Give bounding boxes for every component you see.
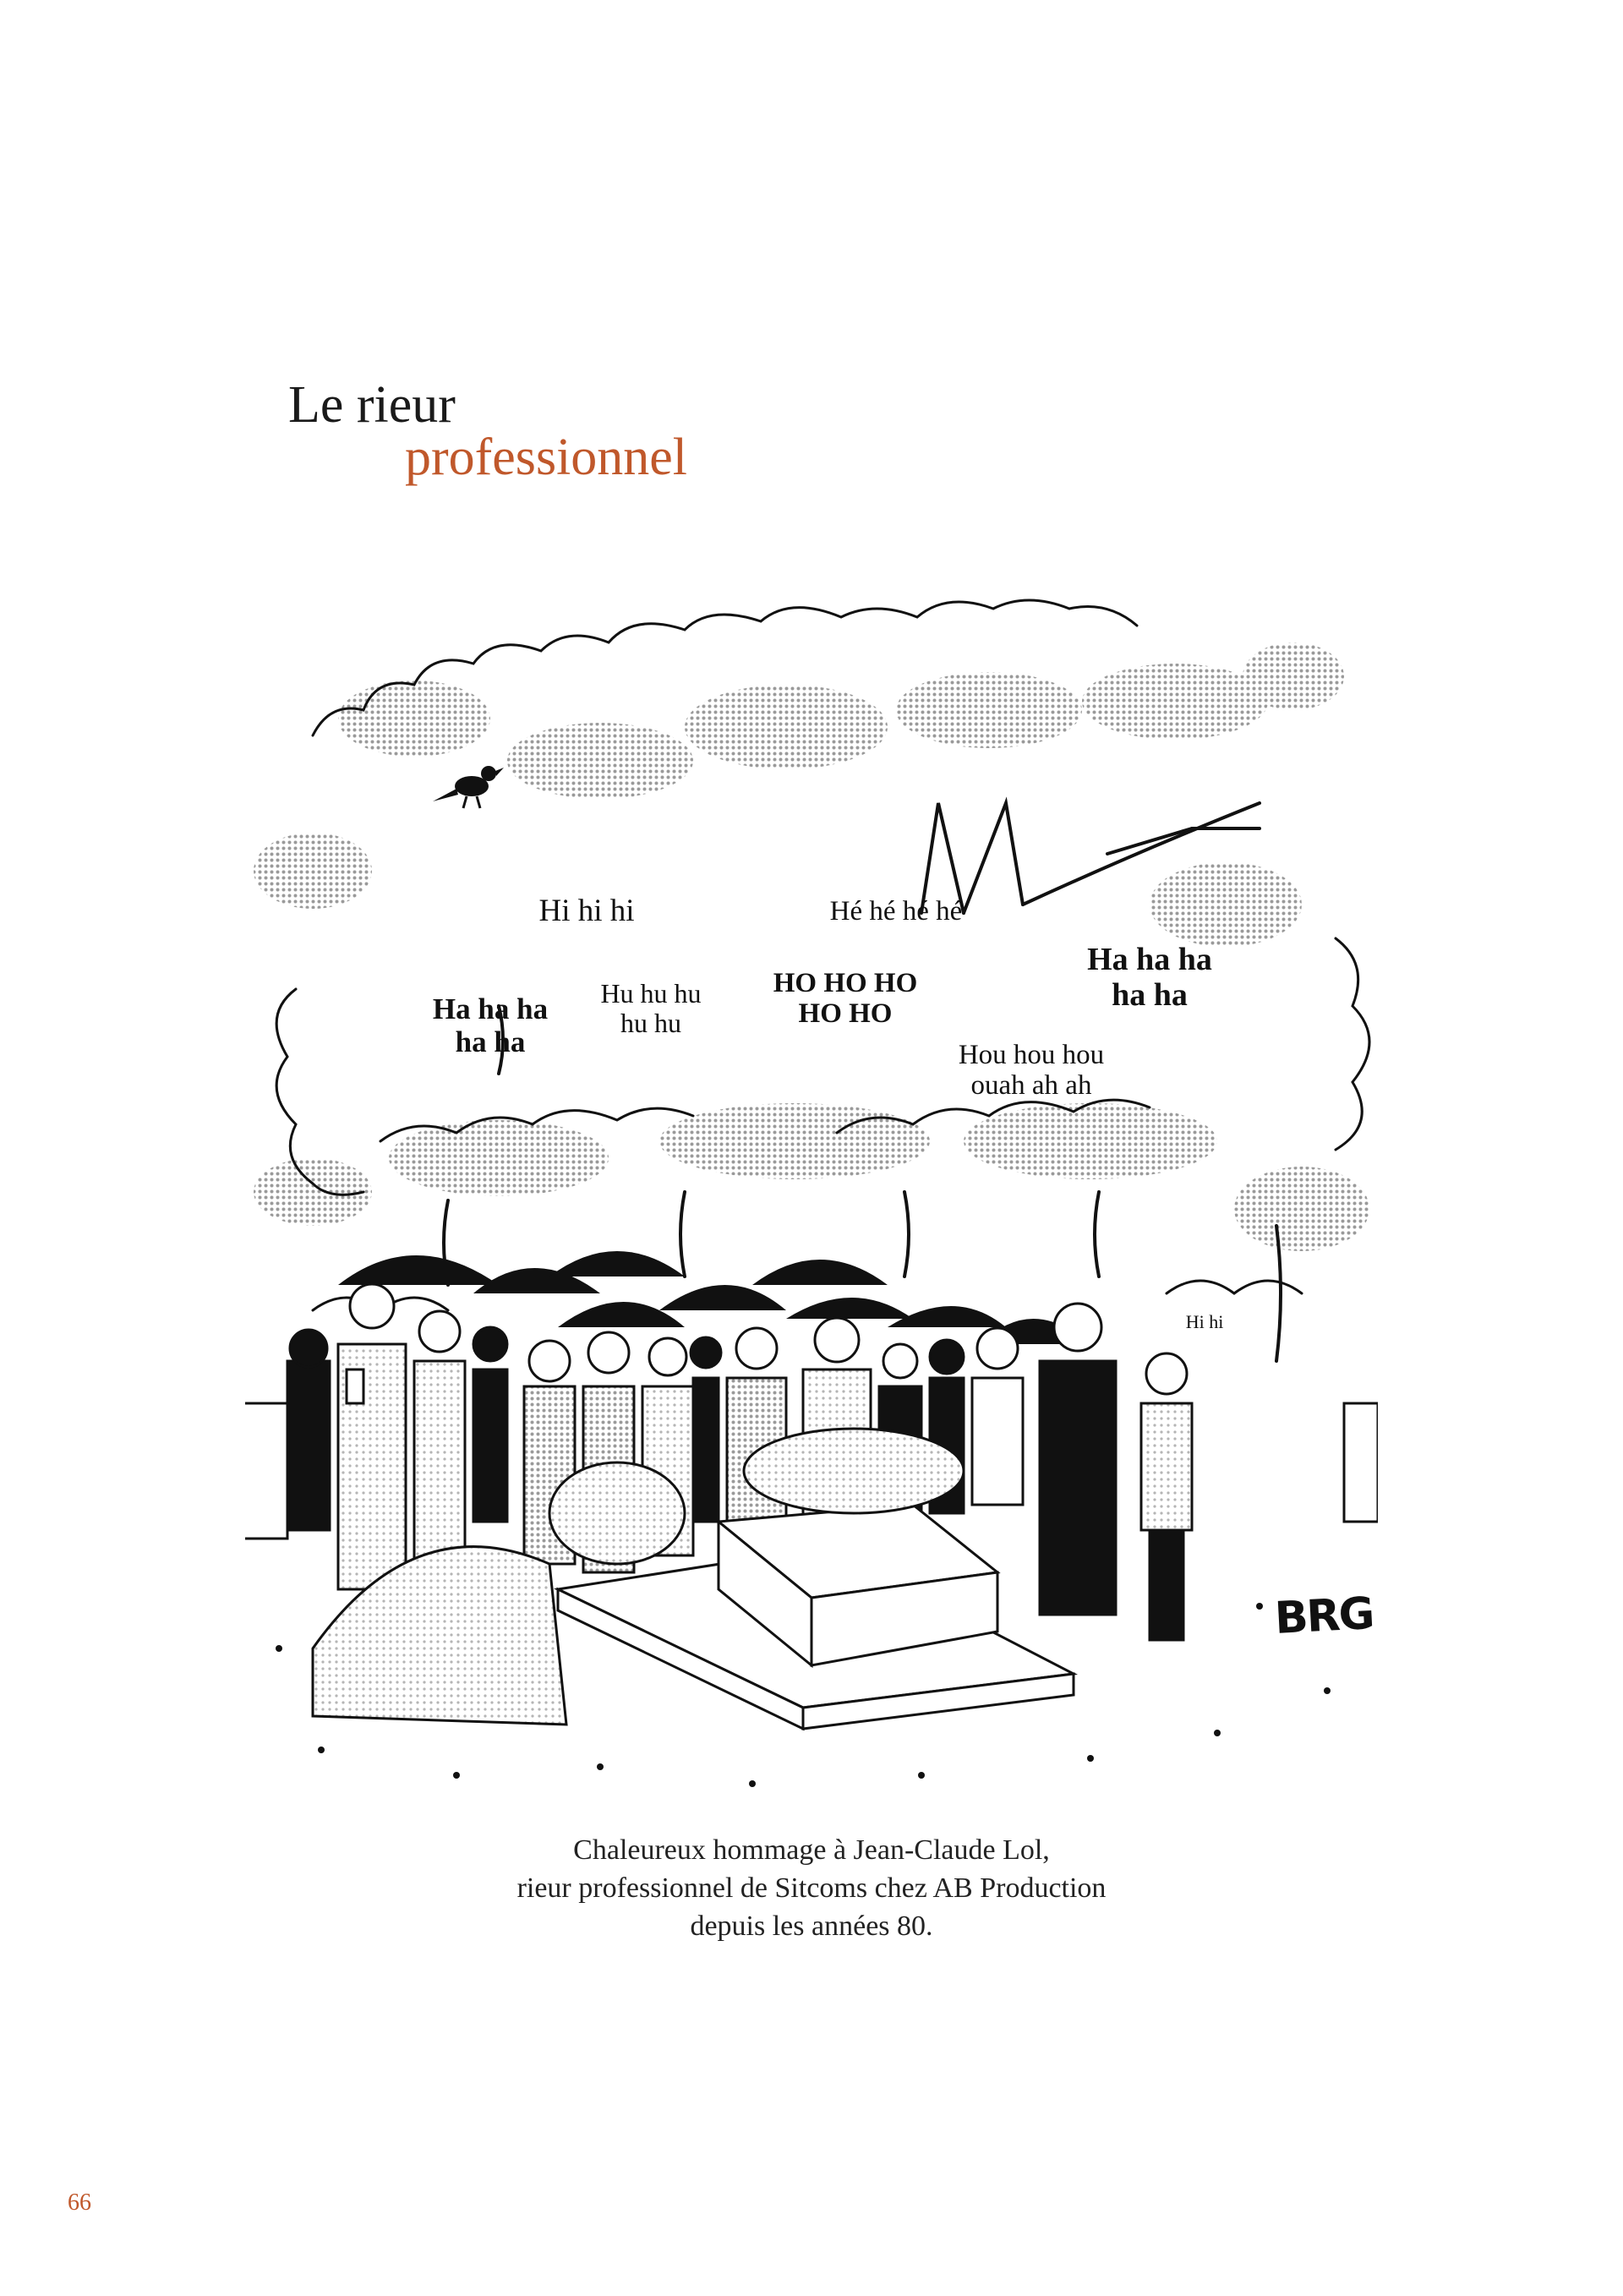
grave-mound <box>311 1461 686 1726</box>
laugh-ha-ha-left: Ha ha ha ha ha <box>432 992 549 1058</box>
artist-signature: BRG <box>1273 1588 1374 1645</box>
tree-canopy <box>254 642 1369 1251</box>
title-line-2: professionnel <box>405 429 688 486</box>
cartoon-drawing <box>235 599 1380 1787</box>
tree-branches <box>442 796 1282 1363</box>
laugh-hi-hi-hi: Hi hi hi <box>538 894 635 928</box>
crow <box>433 766 504 809</box>
laugh-hu-hu: Hu hu hu hu hu <box>600 978 702 1039</box>
casket <box>554 1427 1078 1731</box>
cartoon-illustration: Hi hi hi Hé hé hé hé Ha ha ha ha ha Hu h… <box>235 549 1380 1801</box>
title-line-1: Le rieur <box>288 376 456 434</box>
laugh-hou-hou: Hou hou hou ouah ah ah <box>958 1040 1105 1102</box>
caption-line-2: rieur professionnel de Sitcoms chez AB P… <box>516 1872 1107 1904</box>
umbrellas <box>338 1251 1090 1344</box>
laugh-ho-ho: HO HO HO HO HO <box>773 968 918 1030</box>
laugh-he-he: Hé hé hé hé <box>829 896 963 927</box>
page-number: 66 <box>68 2189 91 2216</box>
caption: Chaleureux hommage à Jean-Claude Lol, ri… <box>389 1831 1234 1945</box>
caption-line-1: Chaleureux hommage à Jean-Claude Lol, <box>573 1834 1050 1866</box>
ground-leaves <box>276 1603 1331 1787</box>
laugh-ha-ha-right: Ha ha ha ha ha <box>1087 942 1212 1013</box>
laugh-child-hi-hi: Hi hi <box>1185 1311 1224 1332</box>
canopy-outline <box>275 599 1371 1312</box>
caption-line-3: depuis les années 80. <box>690 1911 933 1942</box>
